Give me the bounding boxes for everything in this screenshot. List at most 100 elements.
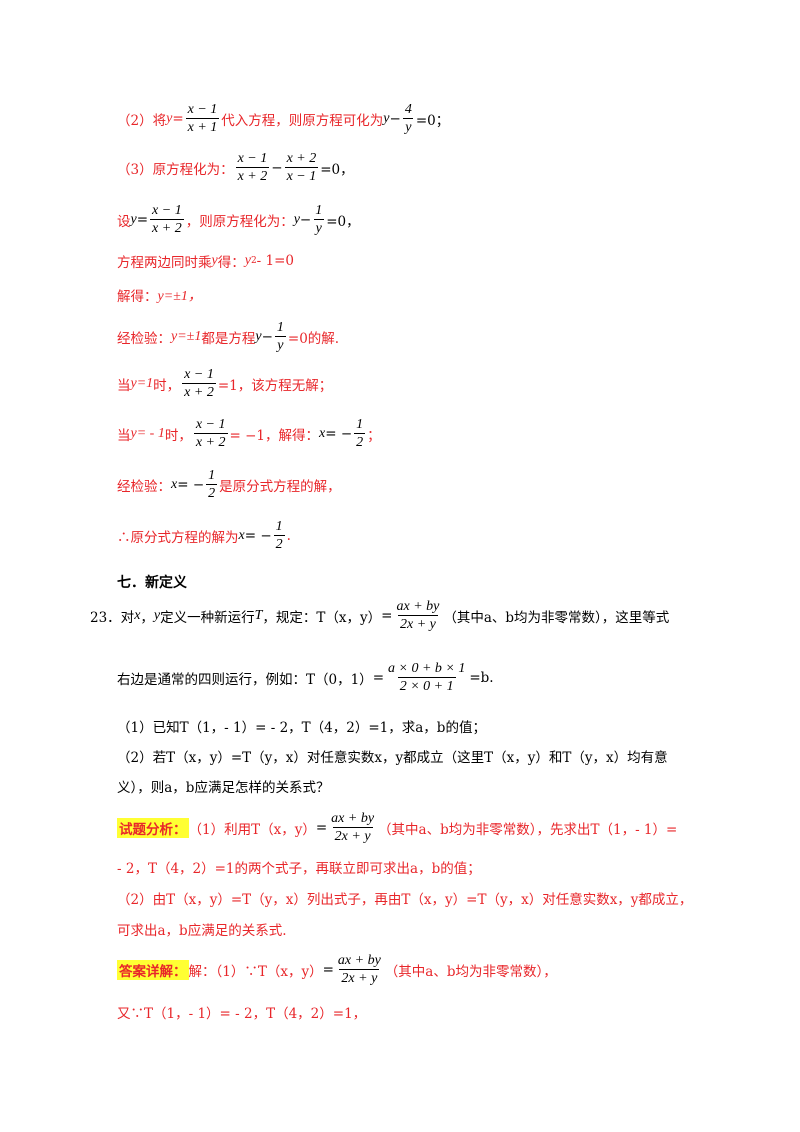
expression: y=1 — [130, 375, 154, 391]
numerator: 4 — [404, 102, 412, 117]
var-x: x — [319, 425, 326, 441]
var-y: y — [383, 110, 390, 126]
text: 代入方程，则原方程可化为 — [221, 112, 384, 129]
text: 当 — [117, 377, 131, 394]
text: 都是方程 — [201, 330, 256, 347]
denominator: 2 — [354, 433, 366, 450]
text: 当 — [117, 427, 131, 444]
expression: T（0，1） — [306, 671, 373, 688]
denominator: 2 — [206, 484, 218, 501]
numerator: 1 — [275, 519, 283, 534]
var-y: y — [166, 110, 173, 126]
text: （2）若T（x，y）=T（y，x）对任意实数x，y都成立（这里T（x，y）和T（… — [117, 750, 668, 766]
text: 方程两边同时乘 — [117, 255, 212, 271]
text: 解得： — [117, 289, 158, 305]
numerator: 1 — [356, 417, 364, 432]
var-y: y — [293, 211, 300, 227]
text: （1）利用T（x，y） — [188, 821, 316, 838]
question-23-line-1: 23．对 x ， y 定义一种新运行 T ，规定： T（x，y） = ax + … — [90, 598, 669, 633]
expression: T（x，y） — [316, 609, 382, 626]
text: =0， — [320, 161, 354, 178]
var-y: y — [255, 328, 262, 344]
text: 可求出a，b应满足的关系式. — [117, 923, 287, 939]
expression: y=±1， — [157, 289, 202, 304]
var-y: y — [244, 253, 251, 268]
text: （其中a、b均为非零常数），这里等式 — [443, 609, 670, 626]
numerator: ax + by — [331, 811, 375, 826]
minus: − — [271, 159, 283, 176]
equals: = − — [244, 527, 272, 544]
section-title: 七．新定义 — [117, 575, 187, 591]
denominator: x + 2 — [235, 167, 270, 184]
numerator: x − 1 — [237, 151, 268, 166]
text: （2）由T（x，y）=T（y，x）列出式子，再由T（x，y）=T（y，x）对任意… — [117, 892, 693, 908]
denominator: 2x + y — [332, 827, 373, 844]
equals: = — [381, 607, 393, 624]
numerator: 1 — [315, 203, 323, 218]
section-heading: 七．新定义 — [117, 572, 187, 592]
text: 是原分式方程的解， — [219, 478, 341, 495]
minus: − — [299, 211, 312, 228]
numerator: 1 — [208, 468, 216, 483]
text: 经检验： — [117, 478, 171, 495]
text: 得： — [217, 255, 245, 271]
numerator: x − 1 — [184, 367, 214, 382]
denominator: 2 × 0 + 1 — [397, 677, 456, 694]
exponent: 2 — [250, 256, 257, 266]
text: =1，该方程无解； — [217, 377, 333, 394]
text: 经检验： — [117, 330, 171, 347]
denominator: y — [313, 219, 324, 236]
text: =b. — [469, 669, 494, 686]
minus: − — [389, 110, 401, 127]
text: 义），则a，b应满足怎样的关系式？ — [117, 780, 330, 796]
equals: = — [322, 961, 334, 978]
numerator: a × 0 + b × 1 — [388, 661, 466, 676]
numerator: x − 1 — [187, 102, 218, 117]
text: （2）将 — [117, 112, 167, 129]
text: 又∵T（1，- 1）= - 2，T（4，2）=1， — [117, 1006, 367, 1022]
text: - 1=0 — [256, 253, 295, 269]
question-23-part-2-cont: 义），则a，b应满足怎样的关系式？ — [117, 776, 329, 796]
text: ，规定： — [262, 609, 317, 626]
equals: = — [315, 819, 328, 836]
numerator: 1 — [276, 320, 284, 335]
text: 右边是通常的四则运行，例如： — [117, 671, 306, 688]
denominator: x + 2 — [150, 219, 184, 236]
denominator: 2x + y — [339, 969, 380, 986]
denominator: x + 1 — [185, 118, 220, 135]
text: 定义一种新运行 — [160, 609, 255, 626]
text: - 2，T（4，2）=1的两个式子，再联立即可求出a，b的值； — [117, 861, 481, 877]
text: . — [286, 527, 291, 544]
text: （3）原方程化为： — [117, 161, 234, 178]
denominator: x + 2 — [193, 433, 228, 450]
text: 时， — [153, 377, 181, 394]
var-T: T — [254, 607, 263, 623]
minus: − — [261, 328, 273, 345]
text: 解：（1）∵T（x，y） — [188, 963, 323, 980]
equals: = — [372, 669, 384, 686]
text: ， — [140, 609, 154, 626]
var-x: x — [171, 476, 178, 492]
text: 时， — [164, 427, 192, 444]
text: ∴原分式方程的解为 — [117, 529, 239, 546]
numerator: ax + by — [396, 599, 440, 614]
